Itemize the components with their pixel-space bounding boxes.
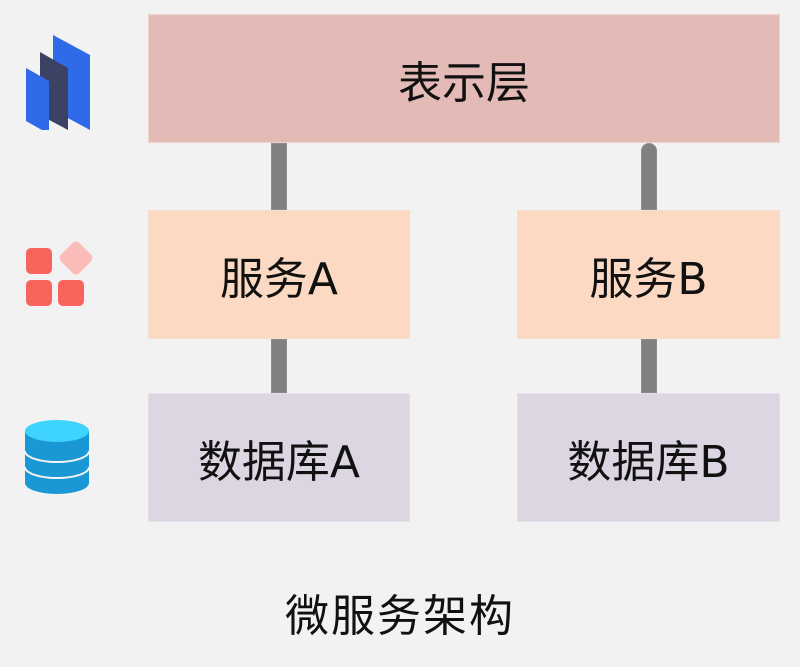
service-b-box: 服务B [517, 210, 780, 339]
grid-square-top-left [26, 248, 52, 274]
database-band-1 [24, 450, 90, 463]
service-a-box: 服务A [148, 210, 410, 339]
layers-icon-front [26, 68, 49, 130]
database-a-label: 数据库A [197, 436, 361, 488]
database-top [25, 420, 89, 442]
connector-service-b-database-b [641, 339, 657, 393]
database-band-2 [24, 466, 90, 479]
connector-presentation-service-a [271, 143, 287, 210]
app-grid-icon [26, 241, 93, 306]
layers-icon [26, 35, 90, 130]
presentation-layer-box: 表示层 [148, 14, 780, 143]
database-b-box: 数据库B [517, 393, 780, 522]
database-b-label: 数据库B [567, 436, 730, 488]
connector-presentation-service-b [641, 143, 657, 210]
diagram-title: 微服务架构 [285, 591, 515, 642]
grid-square-bottom-right [58, 280, 84, 306]
grid-square-bottom-left [26, 280, 52, 306]
connector-service-a-database-a [271, 339, 287, 393]
database-a-box: 数据库A [148, 393, 410, 522]
database-icon [24, 420, 90, 494]
presentation-layer-label: 表示层 [398, 57, 530, 109]
service-b-label: 服务B [589, 253, 708, 305]
grid-diamond-top-right [59, 241, 93, 275]
service-a-label: 服务A [219, 253, 339, 305]
